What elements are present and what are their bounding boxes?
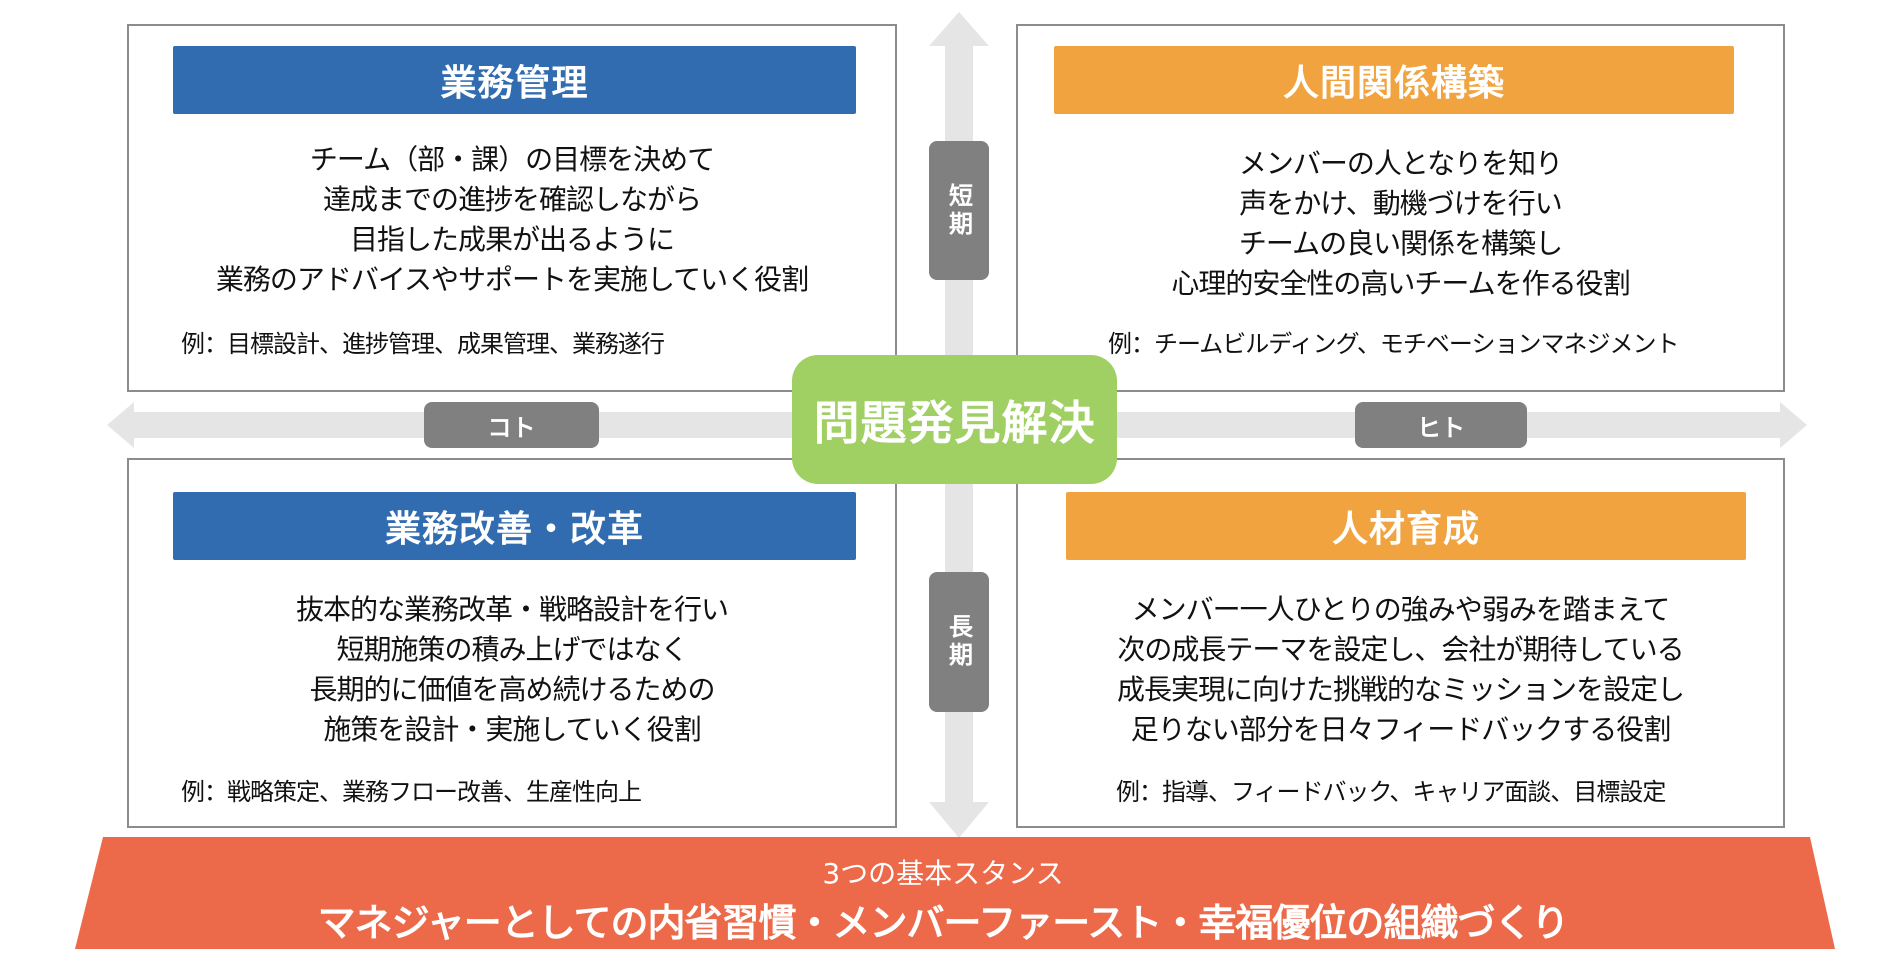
foundation-title: マネジャーとしての内省習慣・メンバーファースト・幸福優位の組織づくり — [317, 901, 1570, 945]
quadrant-bottom-right: 人材育成 メンバー一人ひとりの強みや弱みを踏まえて 次の成長テーマを設定し、会社… — [1016, 458, 1785, 828]
description-line: チーム（部・課）の目標を決めて — [309, 143, 715, 176]
quadrant-title: 人材育成 — [1066, 492, 1746, 560]
description-line: 施策を設計・実施していく役割 — [323, 713, 701, 746]
foundation-subtitle: 3つの基本スタンス — [822, 857, 1064, 890]
axis-label-people: ヒト — [1355, 402, 1527, 448]
center-core-label: 問題発見解決 — [792, 355, 1117, 484]
description-line: 目指した成果が出るように — [349, 223, 675, 256]
quadrant-description: メンバーの人となりを知り 声をかけ、動機づけを行い チームの良い関係を構築し 心… — [1018, 144, 1783, 304]
quadrant-example: 例：目標設計、進捗管理、成果管理、業務遂行 — [181, 330, 665, 358]
description-line: 長期的に価値を高め続けるための — [309, 673, 715, 706]
quadrant-top-left: 業務管理 チーム（部・課）の目標を決めて 達成までの進捗を確認しながら 目指した… — [127, 24, 897, 392]
description-line: 短期施策の積み上げではなく — [336, 633, 688, 666]
quadrant-description: 抜本的な業務改革・戦略設計を行い 短期施策の積み上げではなく 長期的に価値を高め… — [129, 590, 895, 750]
description-line: 達成までの進捗を確認しながら — [322, 183, 702, 216]
quadrant-title: 業務改善・改革 — [173, 492, 856, 560]
axis-label-short-term: 短期 — [929, 141, 989, 280]
description-line: メンバーの人となりを知り — [1238, 147, 1563, 180]
description-line: 次の成長テーマを設定し、会社が期待している — [1117, 633, 1684, 666]
description-line: メンバー一人ひとりの強みや弱みを踏まえて — [1131, 593, 1671, 626]
quadrant-example: 例：指導、フィードバック、キャリア面談、目標設定 — [1116, 778, 1666, 806]
description-line: 心理的安全性の高いチームを作る役割 — [1171, 267, 1630, 300]
description-line: 業務のアドバイスやサポートを実施していく役割 — [215, 263, 809, 296]
description-line: 抜本的な業務改革・戦略設計を行い — [295, 593, 729, 626]
quadrant-bottom-left: 業務改善・改革 抜本的な業務改革・戦略設計を行い 短期施策の積み上げではなく 長… — [127, 458, 897, 828]
quadrant-description: チーム（部・課）の目標を決めて 達成までの進捗を確認しながら 目指した成果が出る… — [129, 140, 895, 300]
axis-label-long-term: 長期 — [929, 572, 989, 712]
description-line: 足りない部分を日々フィードバックする役割 — [1130, 713, 1671, 746]
description-line: 声をかけ、動機づけを行い — [1239, 187, 1563, 220]
quadrant-title: 業務管理 — [173, 46, 856, 114]
quadrant-description: メンバー一人ひとりの強みや弱みを踏まえて 次の成長テーマを設定し、会社が期待して… — [1018, 590, 1783, 750]
axis-label-things: コト — [424, 402, 599, 448]
quadrant-top-right: 人間関係構築 メンバーの人となりを知り 声をかけ、動機づけを行い チームの良い関… — [1016, 24, 1785, 392]
quadrant-title: 人間関係構築 — [1054, 46, 1734, 114]
quadrant-example: 例：戦略策定、業務フロー改善、生産性向上 — [181, 778, 642, 806]
quadrant-example: 例：チームビルディング、モチベーションマネジメント — [1108, 330, 1679, 358]
description-line: チームの良い関係を構築し — [1238, 227, 1563, 260]
description-line: 成長実現に向けた挑戦的なミッションを設定し — [1116, 673, 1685, 706]
